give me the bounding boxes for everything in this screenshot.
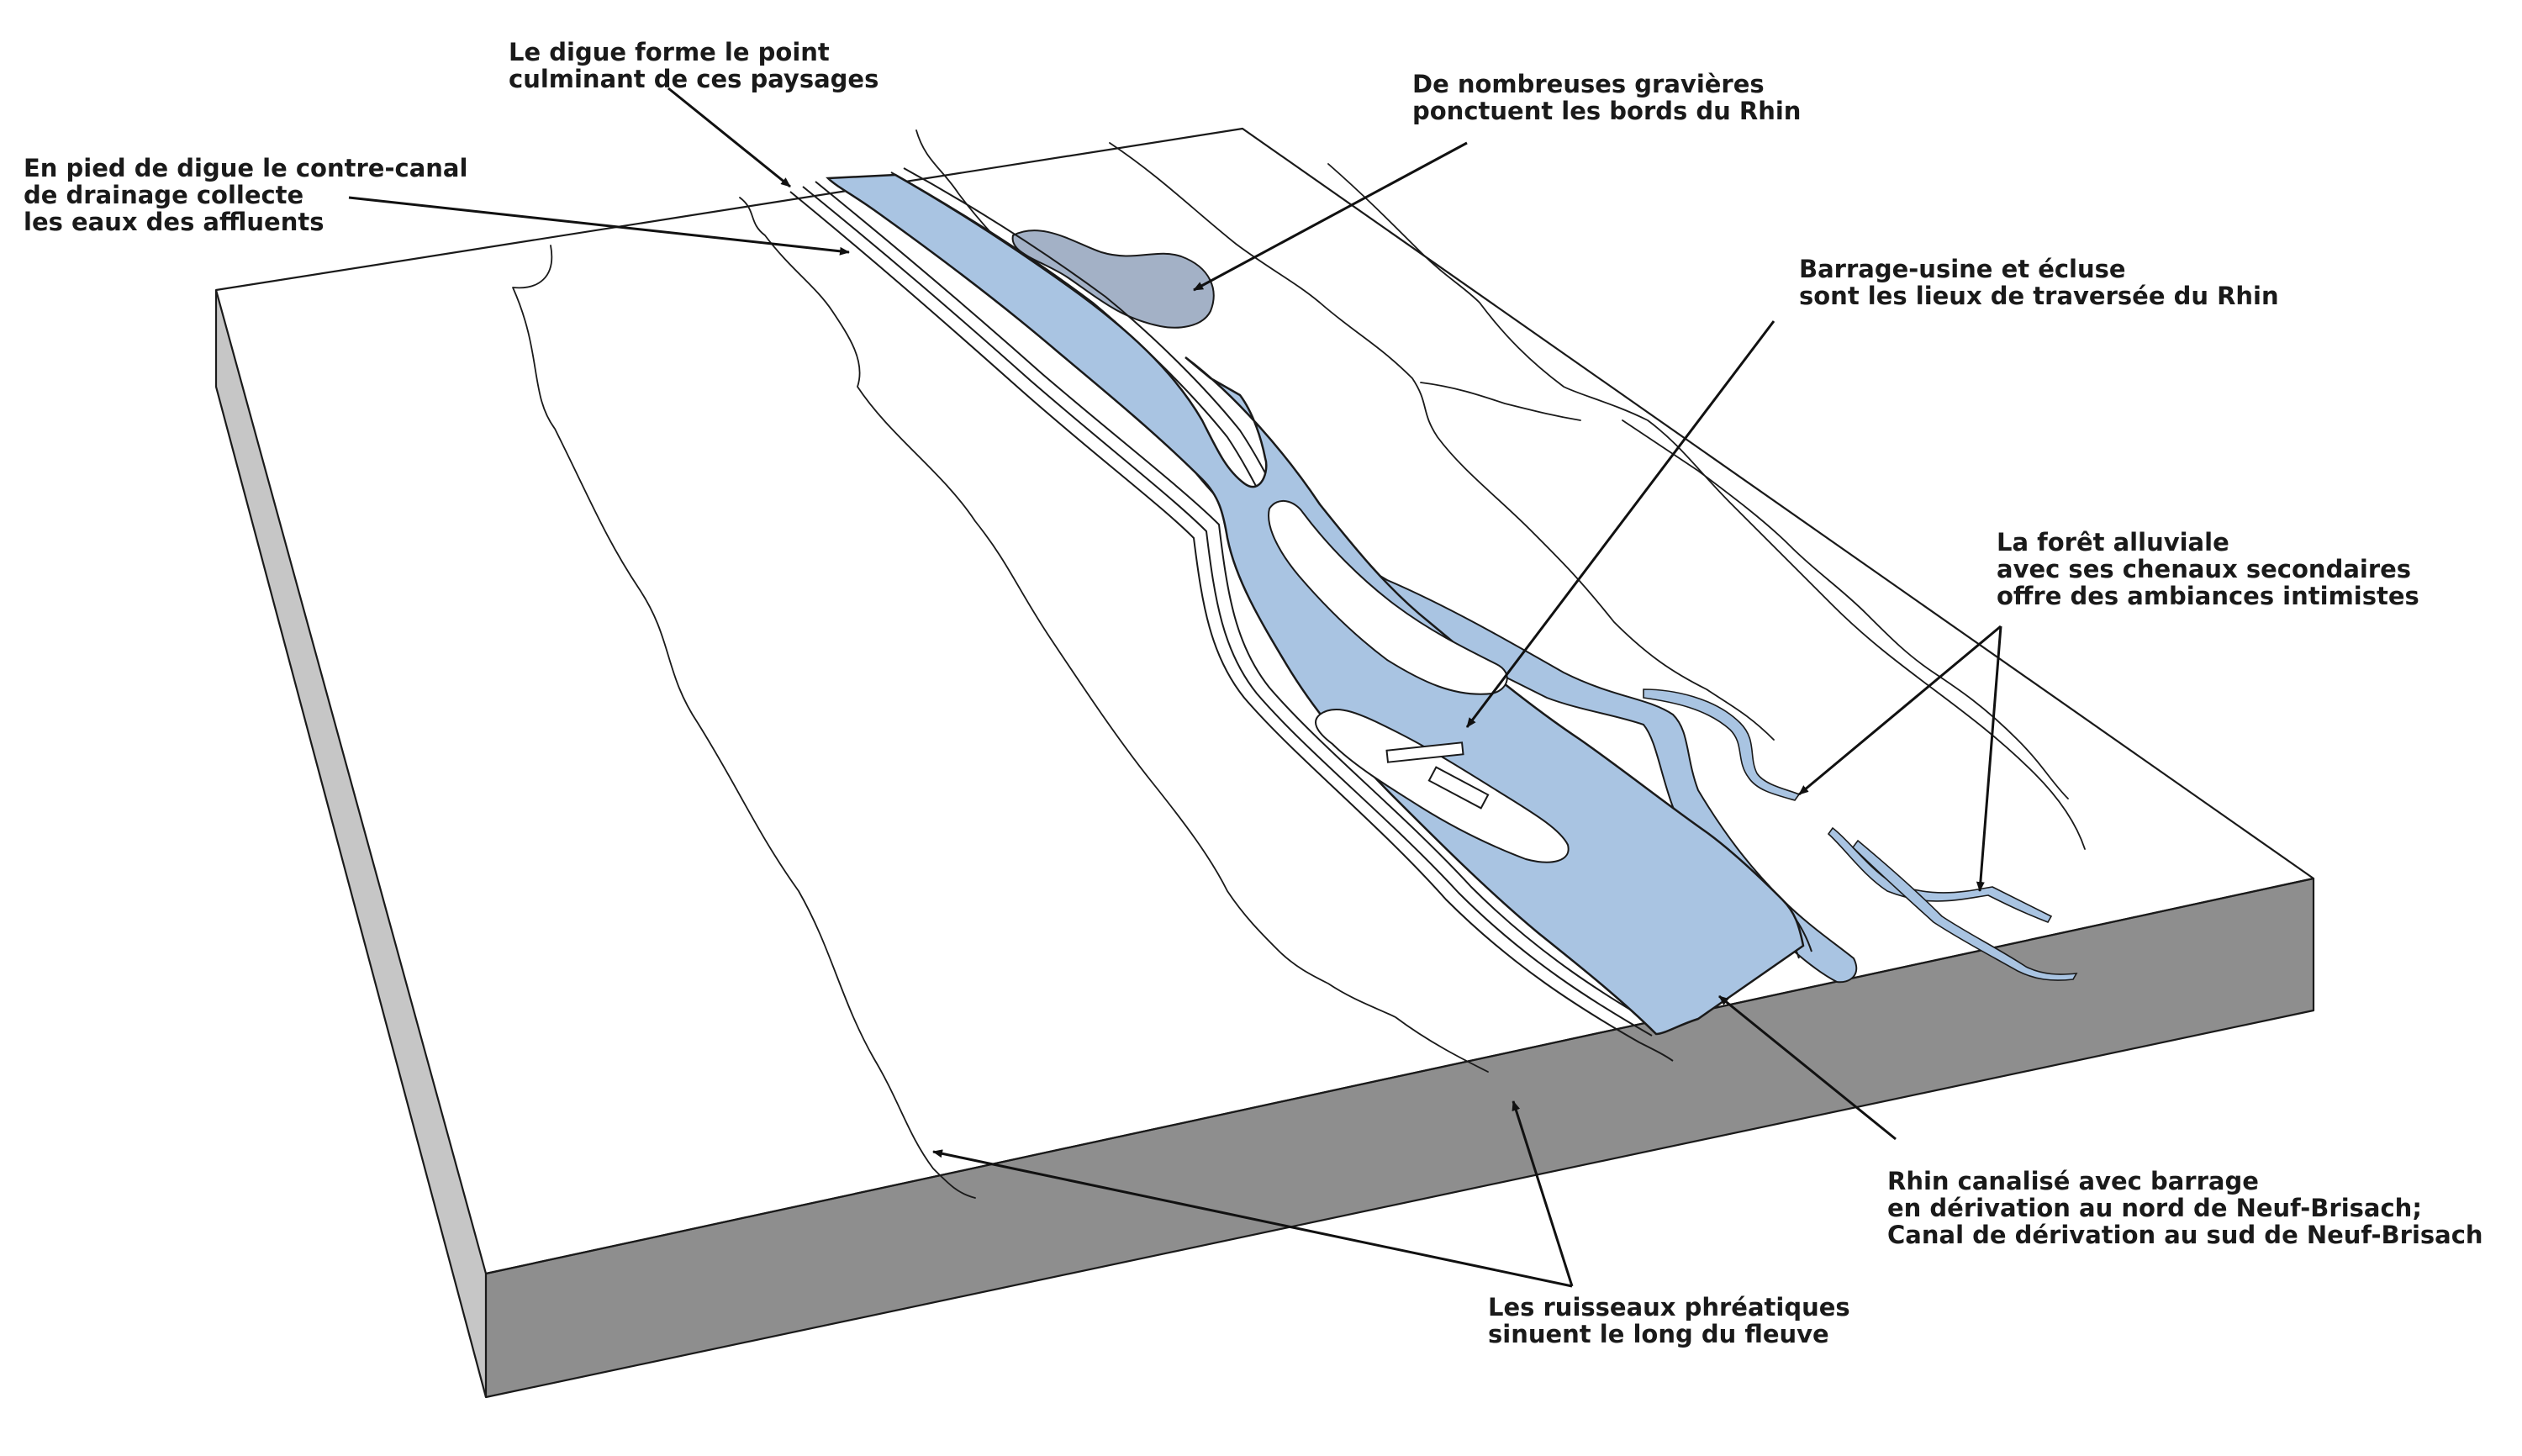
barrage-usine-structure xyxy=(1385,741,1464,763)
slab-left-face xyxy=(216,290,486,1397)
slab-front-face xyxy=(486,878,2314,1397)
secondary-channel-branch-2 xyxy=(1827,826,2053,923)
dike-bank-left-3 xyxy=(815,181,1665,1031)
leader-foret-2 xyxy=(1976,625,2002,892)
label-ruisseaux: Les ruisseaux phréatiques sinuent le lon… xyxy=(1488,1293,1859,1348)
label-digue-point: Le digue forme le point culminant de ces… xyxy=(509,38,878,93)
dike-bank-left-2 xyxy=(802,186,1653,1037)
phreatic-stream-1 xyxy=(512,245,976,1199)
island-left xyxy=(1268,500,1508,695)
label-foret-alluviale: La forêt alluviale avec ses chenaux seco… xyxy=(1997,528,2419,610)
leader-contre-canal xyxy=(348,196,850,256)
dike-bank-outer-left xyxy=(789,191,1674,1062)
terrace-line-1 xyxy=(1109,142,1775,741)
label-contre-canal: En pied de digue le contre-canal de drai… xyxy=(24,154,477,236)
leader-rhin-canalise xyxy=(1718,994,1897,1141)
secondary-channel-branch-3 xyxy=(1851,839,2078,981)
leader-digue-point xyxy=(667,87,791,188)
rhine-canal-water xyxy=(826,173,1805,1036)
leader-foret-1 xyxy=(1798,625,2002,796)
leader-ruisseaux-1 xyxy=(932,1149,1573,1288)
terrace-line-3 xyxy=(1420,382,2069,799)
label-rhin-canalise: Rhin canalisé avec barrage en dérivation… xyxy=(1887,1167,2483,1249)
leader-barrage-usine xyxy=(1465,320,1775,728)
ecluse-structure xyxy=(1427,766,1490,810)
phreatic-stream-2 xyxy=(739,197,1489,1073)
leader-gravieres xyxy=(1193,141,1468,292)
gravel-pit xyxy=(1011,229,1215,329)
slab-front-top-edge xyxy=(485,877,2314,1275)
label-barrage-usine: Barrage-usine et écluse sont les lieux d… xyxy=(1799,255,2279,310)
secondary-channel-branch-1 xyxy=(1643,688,1801,801)
label-gravieres: De nombreuses gravières ponctuent les bo… xyxy=(1412,70,1801,125)
leader-ruisseaux-2 xyxy=(1512,1100,1574,1287)
